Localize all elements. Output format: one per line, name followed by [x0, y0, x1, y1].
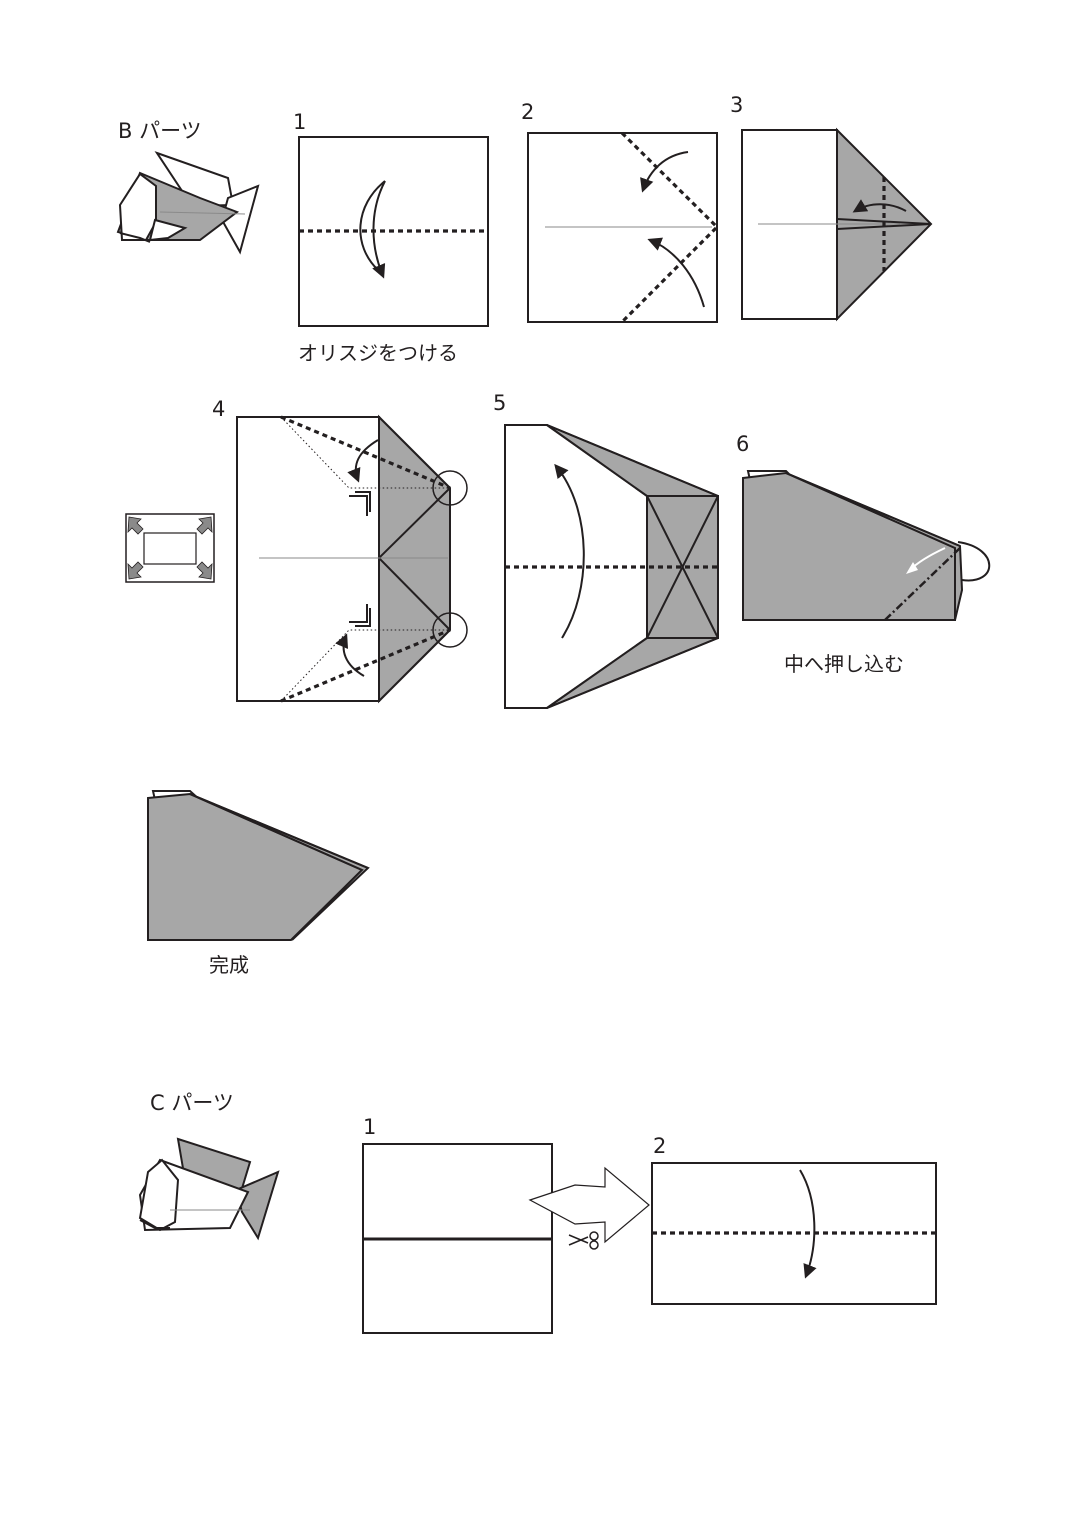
c-step-2-diagram — [651, 1162, 937, 1305]
b-step-1-number: 1 — [293, 110, 307, 134]
section-b-title: B パーツ — [118, 119, 202, 143]
c-zoom-arrow — [528, 1166, 650, 1244]
b-step-5-number: 5 — [493, 391, 507, 415]
b-fish-preview — [116, 151, 260, 255]
b-step-4-number: 4 — [212, 397, 226, 421]
c-step-2-number: 2 — [653, 1134, 667, 1158]
b-zoom-sign — [125, 513, 215, 583]
b-step-6-number: 6 — [736, 432, 750, 456]
b-step-2-diagram — [527, 131, 720, 324]
b-step-1-caption: オリスジをつける — [298, 341, 458, 365]
b-step-2-number: 2 — [521, 100, 535, 124]
scissors-icon — [568, 1231, 599, 1250]
b-step-6-caption: 中へ押し込む — [784, 652, 904, 676]
b-step-6-diagram — [742, 470, 991, 621]
b-step-5-diagram — [504, 424, 719, 709]
b-step-3-diagram — [741, 127, 933, 322]
c-fish-preview — [138, 1137, 280, 1241]
b-finished-diagram — [147, 790, 370, 941]
b-step-4-diagram — [236, 414, 468, 704]
c-step-1-diagram — [362, 1143, 553, 1334]
b-finished-caption: 完成 — [209, 953, 249, 977]
b-step-1-diagram — [298, 136, 489, 327]
c-step-1-number: 1 — [363, 1115, 377, 1139]
b-step-3-number: 3 — [730, 93, 744, 117]
section-c-title: C パーツ — [150, 1091, 234, 1115]
